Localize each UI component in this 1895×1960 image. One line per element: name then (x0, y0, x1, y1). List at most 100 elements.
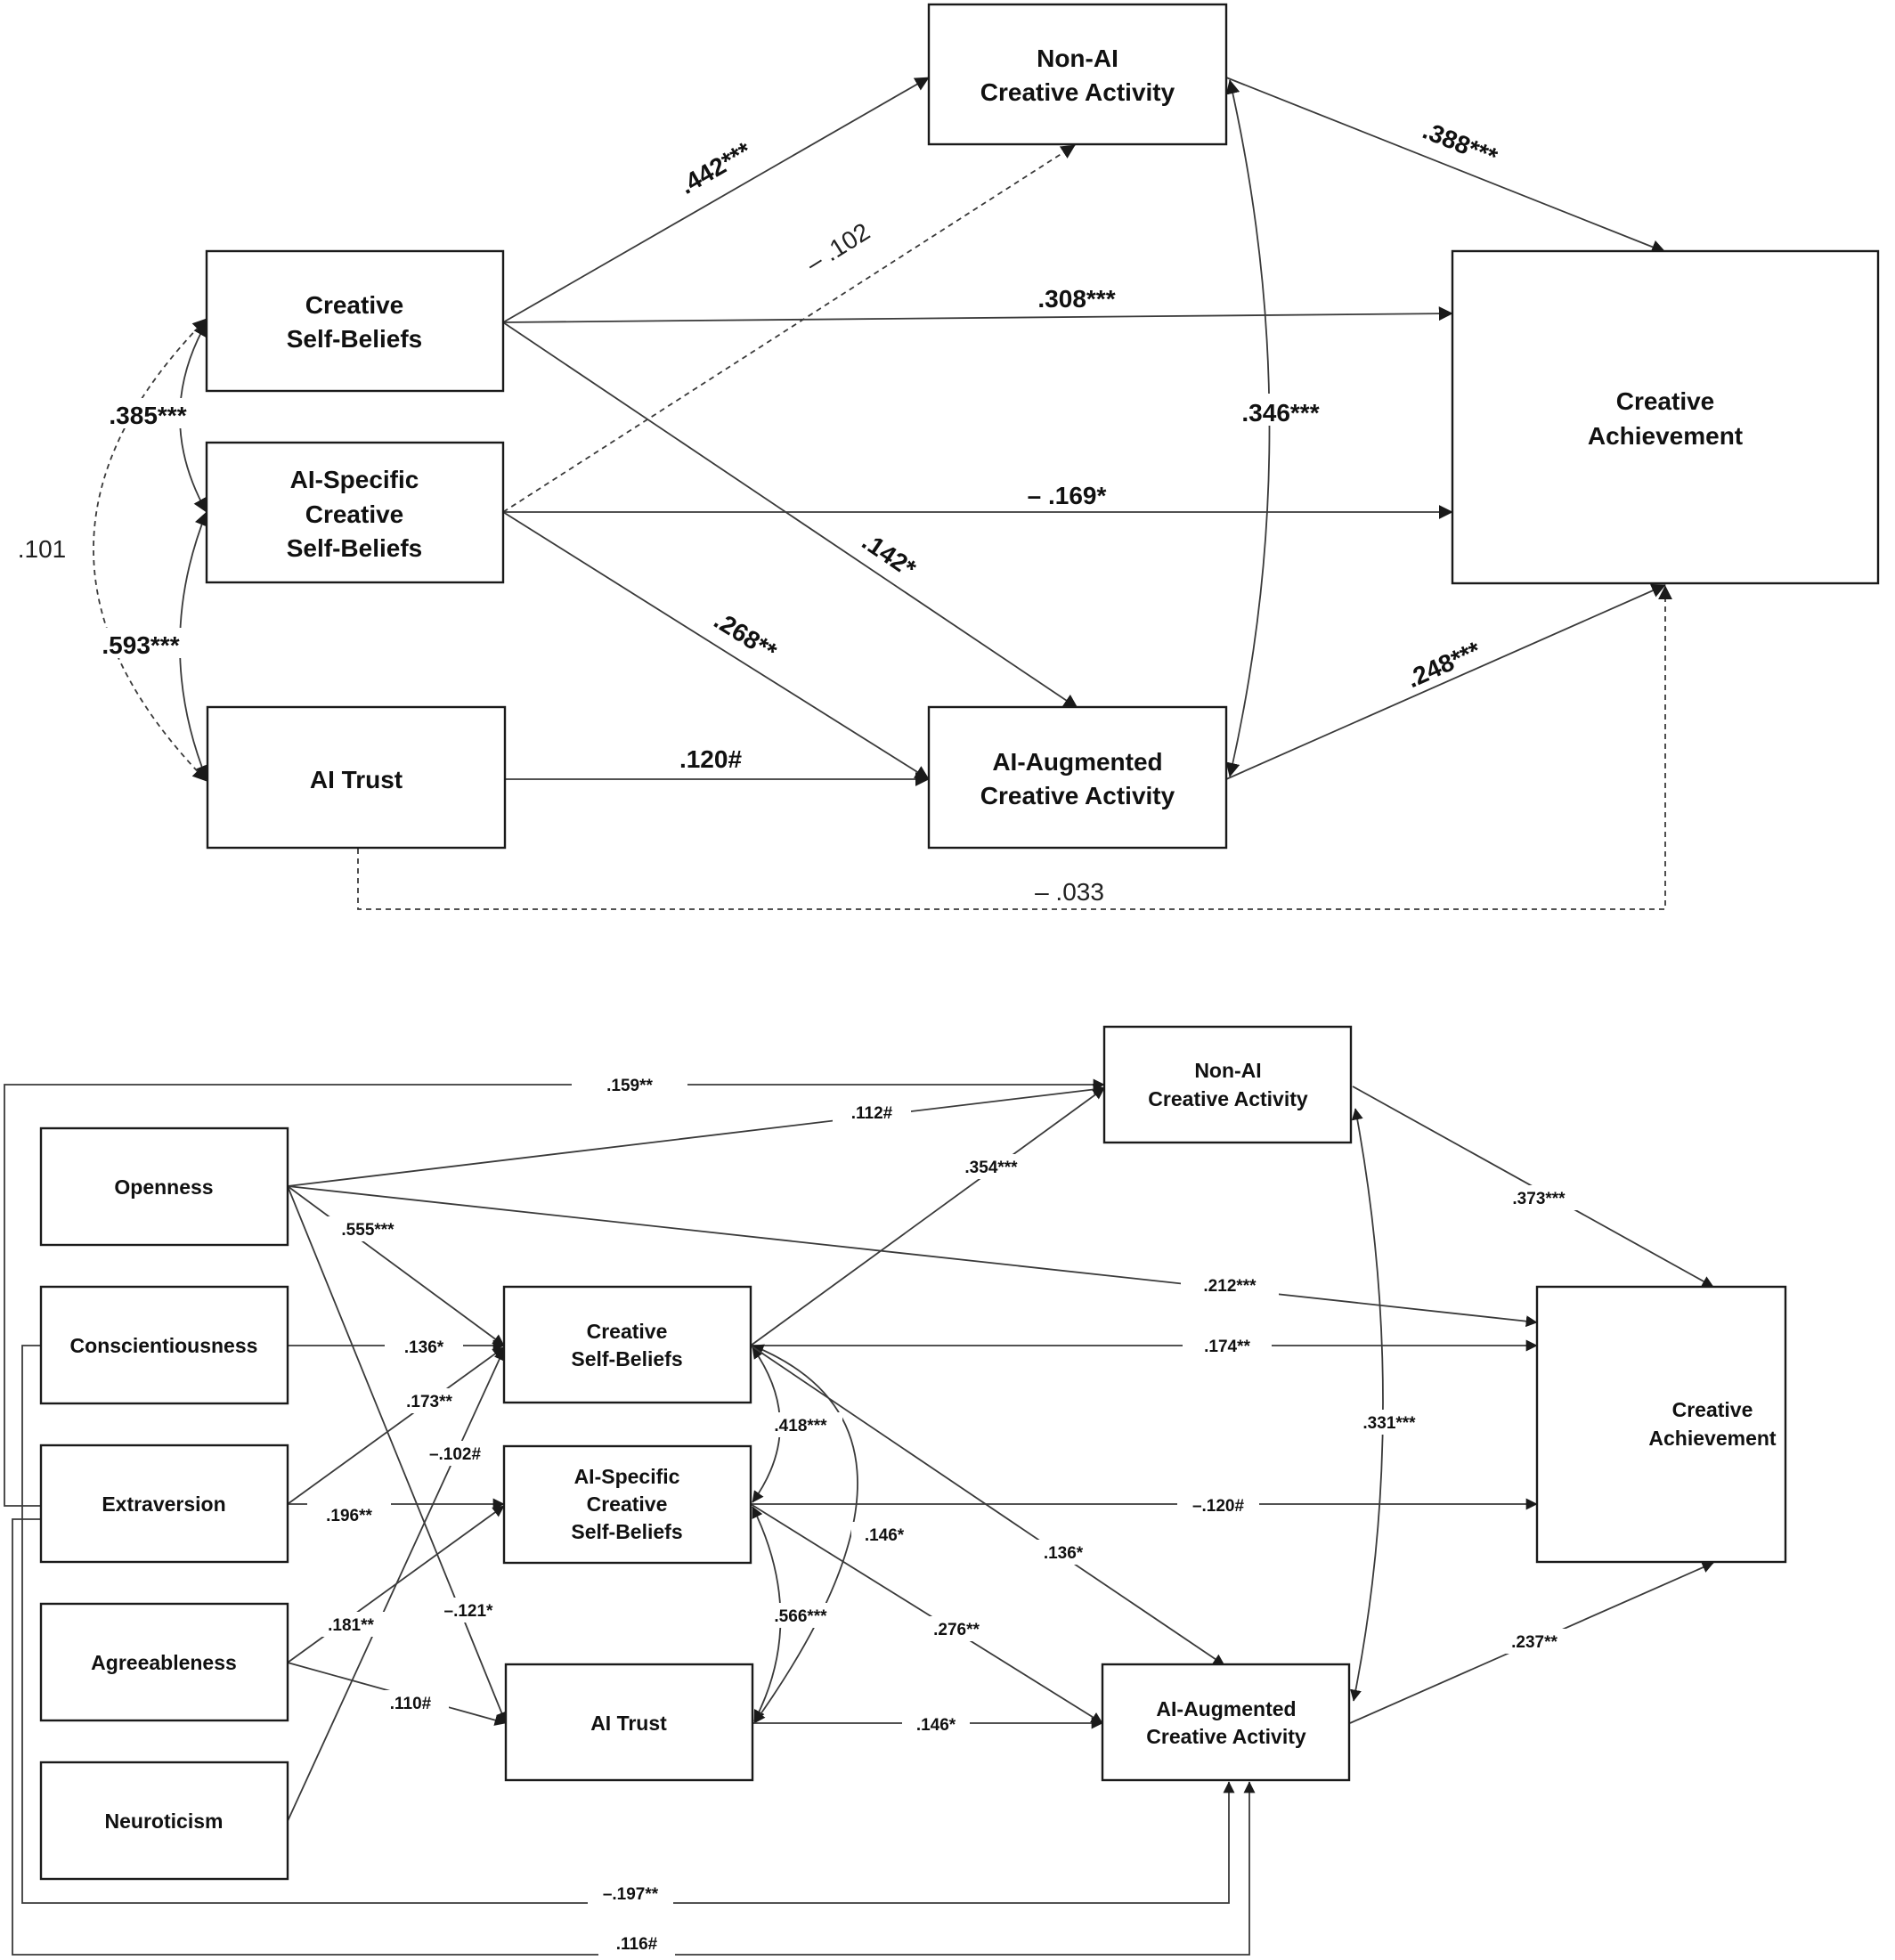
coef-csb-trust-cov: .146* (865, 1526, 905, 1545)
path-aug-ach (1225, 583, 1666, 780)
svg-text:Creative: Creative (1672, 1398, 1753, 1421)
coef-consc-csb: .136* (404, 1338, 444, 1357)
coef-csb-aug: .136* (1044, 1544, 1084, 1563)
cov-csb-trust (752, 1344, 858, 1724)
coef-csb-nonai: .442*** (675, 137, 756, 199)
bottom-node-creative-self-beliefs: Creative Self-Beliefs (502, 1285, 752, 1404)
coef-aicsb-ach: – .169* (1028, 482, 1107, 509)
coef-csb-ach: .308*** (1037, 285, 1115, 313)
bottom-coefficients: .159** .112# .354*** .373*** .555*** .21… (307, 1072, 1583, 1956)
coef-agree-aicsb: .181** (328, 1616, 374, 1635)
coef-open-trust: –.121* (444, 1602, 494, 1621)
coef-csb-ach: .174** (1204, 1338, 1250, 1356)
coef-neuro-csb: –.102# (429, 1445, 482, 1464)
coef-aug-ach: .237** (1511, 1633, 1557, 1652)
path-csb-aug (502, 321, 1078, 709)
coef-trust-aug: .146* (916, 1716, 956, 1735)
cov-csb-trust (93, 318, 207, 782)
svg-text:AI Trust: AI Trust (590, 1712, 667, 1735)
path-open-csb (287, 1185, 505, 1346)
svg-text:Creative: Creative (587, 1492, 668, 1516)
cov-nonai-aug (1225, 79, 1271, 777)
bottom-model: .159** .112# .354*** .373*** .555*** .21… (4, 1025, 1787, 1956)
coef-extra-csb: .173** (406, 1393, 452, 1411)
bottom-node-extraversion: Extraversion (39, 1444, 289, 1564)
svg-text:AI Trust: AI Trust (310, 766, 403, 793)
bottom-node-non-ai-creative-activity: Non-AI Creative Activity (1102, 1025, 1353, 1144)
coef-aicsb-aug: .268** (709, 606, 781, 666)
svg-text:Neuroticism: Neuroticism (105, 1810, 224, 1833)
coef-aicsb-ach: –.120# (1192, 1497, 1245, 1516)
bottom-node-creative-achievement: Creative Achievement (1535, 1285, 1787, 1564)
coef-trust-ach: – .033 (1035, 878, 1104, 906)
svg-text:Creative Activity: Creative Activity (1146, 1725, 1306, 1748)
path-trust-ach (357, 585, 1672, 910)
cov-nonai-aug (1350, 1108, 1384, 1702)
svg-text:Creative Activity: Creative Activity (980, 78, 1175, 106)
coef-csb-trust-cov: .101 (18, 535, 67, 563)
bottom-node-agreeableness: Agreeableness (39, 1602, 289, 1722)
coef-aug-ach: .248*** (1403, 636, 1484, 693)
svg-text:Creative: Creative (587, 1320, 668, 1343)
path-aicsb-aug (750, 1503, 1103, 1724)
coef-extra-nonai: .159** (606, 1077, 653, 1095)
svg-text:Self-Beliefs: Self-Beliefs (571, 1347, 682, 1370)
coef-csb-aicsb-cov: .385*** (109, 402, 186, 429)
bottom-node-ai-trust: AI Trust (504, 1663, 754, 1782)
path-extra-csb (287, 1346, 505, 1505)
coef-open-ach: .212*** (1203, 1277, 1257, 1296)
top-model: .442*** – .102 .308*** – .169* .142* .26… (13, 3, 1880, 910)
path-csb-aug (750, 1345, 1225, 1666)
svg-text:Self-Beliefs: Self-Beliefs (571, 1520, 682, 1543)
coef-trust-aug: .120# (679, 745, 742, 773)
svg-text:Creative Activity: Creative Activity (1148, 1087, 1308, 1110)
svg-text:AI-Specific: AI-Specific (290, 466, 419, 493)
coef-agree-trust: .110# (390, 1695, 432, 1713)
path-open-ach (287, 1185, 1538, 1328)
coef-aicsb-trust-cov: .593*** (102, 631, 179, 659)
path-csb-nonai (750, 1087, 1105, 1346)
coef-nonai-ach: .373*** (1512, 1190, 1566, 1208)
svg-text:Extraversion: Extraversion (102, 1492, 225, 1516)
coef-nonai-ach: .388*** (1419, 116, 1501, 170)
coef-csb-nonai: .354*** (964, 1159, 1018, 1177)
bottom-node-neuroticism: Neuroticism (39, 1761, 289, 1881)
path-aicsb-nonai (502, 144, 1076, 513)
svg-text:Non-AI: Non-AI (1037, 45, 1118, 72)
path-nonai-ach (1225, 77, 1666, 254)
svg-text:AI-Augmented: AI-Augmented (992, 748, 1162, 776)
top-node-ai-specific-creative-self-beliefs: AI-Specific Creative Self-Beliefs (205, 441, 505, 584)
svg-text:Creative: Creative (1616, 387, 1715, 415)
svg-text:Non-AI: Non-AI (1194, 1059, 1261, 1082)
top-node-non-ai-creative-activity: Non-AI Creative Activity (927, 3, 1228, 146)
svg-text:Agreeableness: Agreeableness (91, 1651, 237, 1674)
svg-text:Conscientiousness: Conscientiousness (70, 1334, 258, 1357)
coef-aicsb-trust-cov: .566*** (774, 1607, 827, 1626)
bottom-node-ai-augmented-creative-activity: AI-Augmented Creative Activity (1101, 1663, 1351, 1782)
coef-consc-aug: –.197** (603, 1885, 659, 1904)
top-node-ai-trust: AI Trust (206, 705, 507, 850)
coef-csb-aug: .142* (858, 527, 922, 582)
coef-nonai-aug-cov: .346*** (1241, 399, 1319, 427)
coef-aicsb-aug: .276** (933, 1621, 980, 1639)
svg-text:Self-Beliefs: Self-Beliefs (287, 534, 423, 562)
svg-text:Creative: Creative (305, 500, 404, 528)
top-node-creative-achievement: Creative Achievement (1451, 249, 1880, 585)
top-node-ai-augmented-creative-activity: AI-Augmented Creative Activity (927, 705, 1228, 850)
coef-aicsb-nonai: – .102 (801, 217, 874, 278)
coef-csb-aicsb-cov: .418*** (774, 1417, 827, 1435)
path-csb-ach (502, 306, 1453, 323)
coef-nonai-aug-cov: .331*** (1362, 1414, 1416, 1433)
coef-open-nonai: .112# (851, 1104, 893, 1123)
coef-extra-aug: .116# (616, 1935, 658, 1954)
svg-text:AI-Specific: AI-Specific (574, 1465, 680, 1488)
svg-text:Achievement: Achievement (1648, 1427, 1777, 1450)
bottom-node-openness: Openness (39, 1126, 289, 1247)
svg-text:Achievement: Achievement (1588, 422, 1743, 450)
path-open-trust (287, 1185, 508, 1724)
bottom-node-ai-specific-creative-self-beliefs: AI-Specific Creative Self-Beliefs (502, 1444, 752, 1565)
svg-text:Openness: Openness (114, 1175, 213, 1199)
svg-text:Self-Beliefs: Self-Beliefs (287, 325, 423, 353)
svg-text:AI-Augmented: AI-Augmented (1156, 1697, 1296, 1720)
